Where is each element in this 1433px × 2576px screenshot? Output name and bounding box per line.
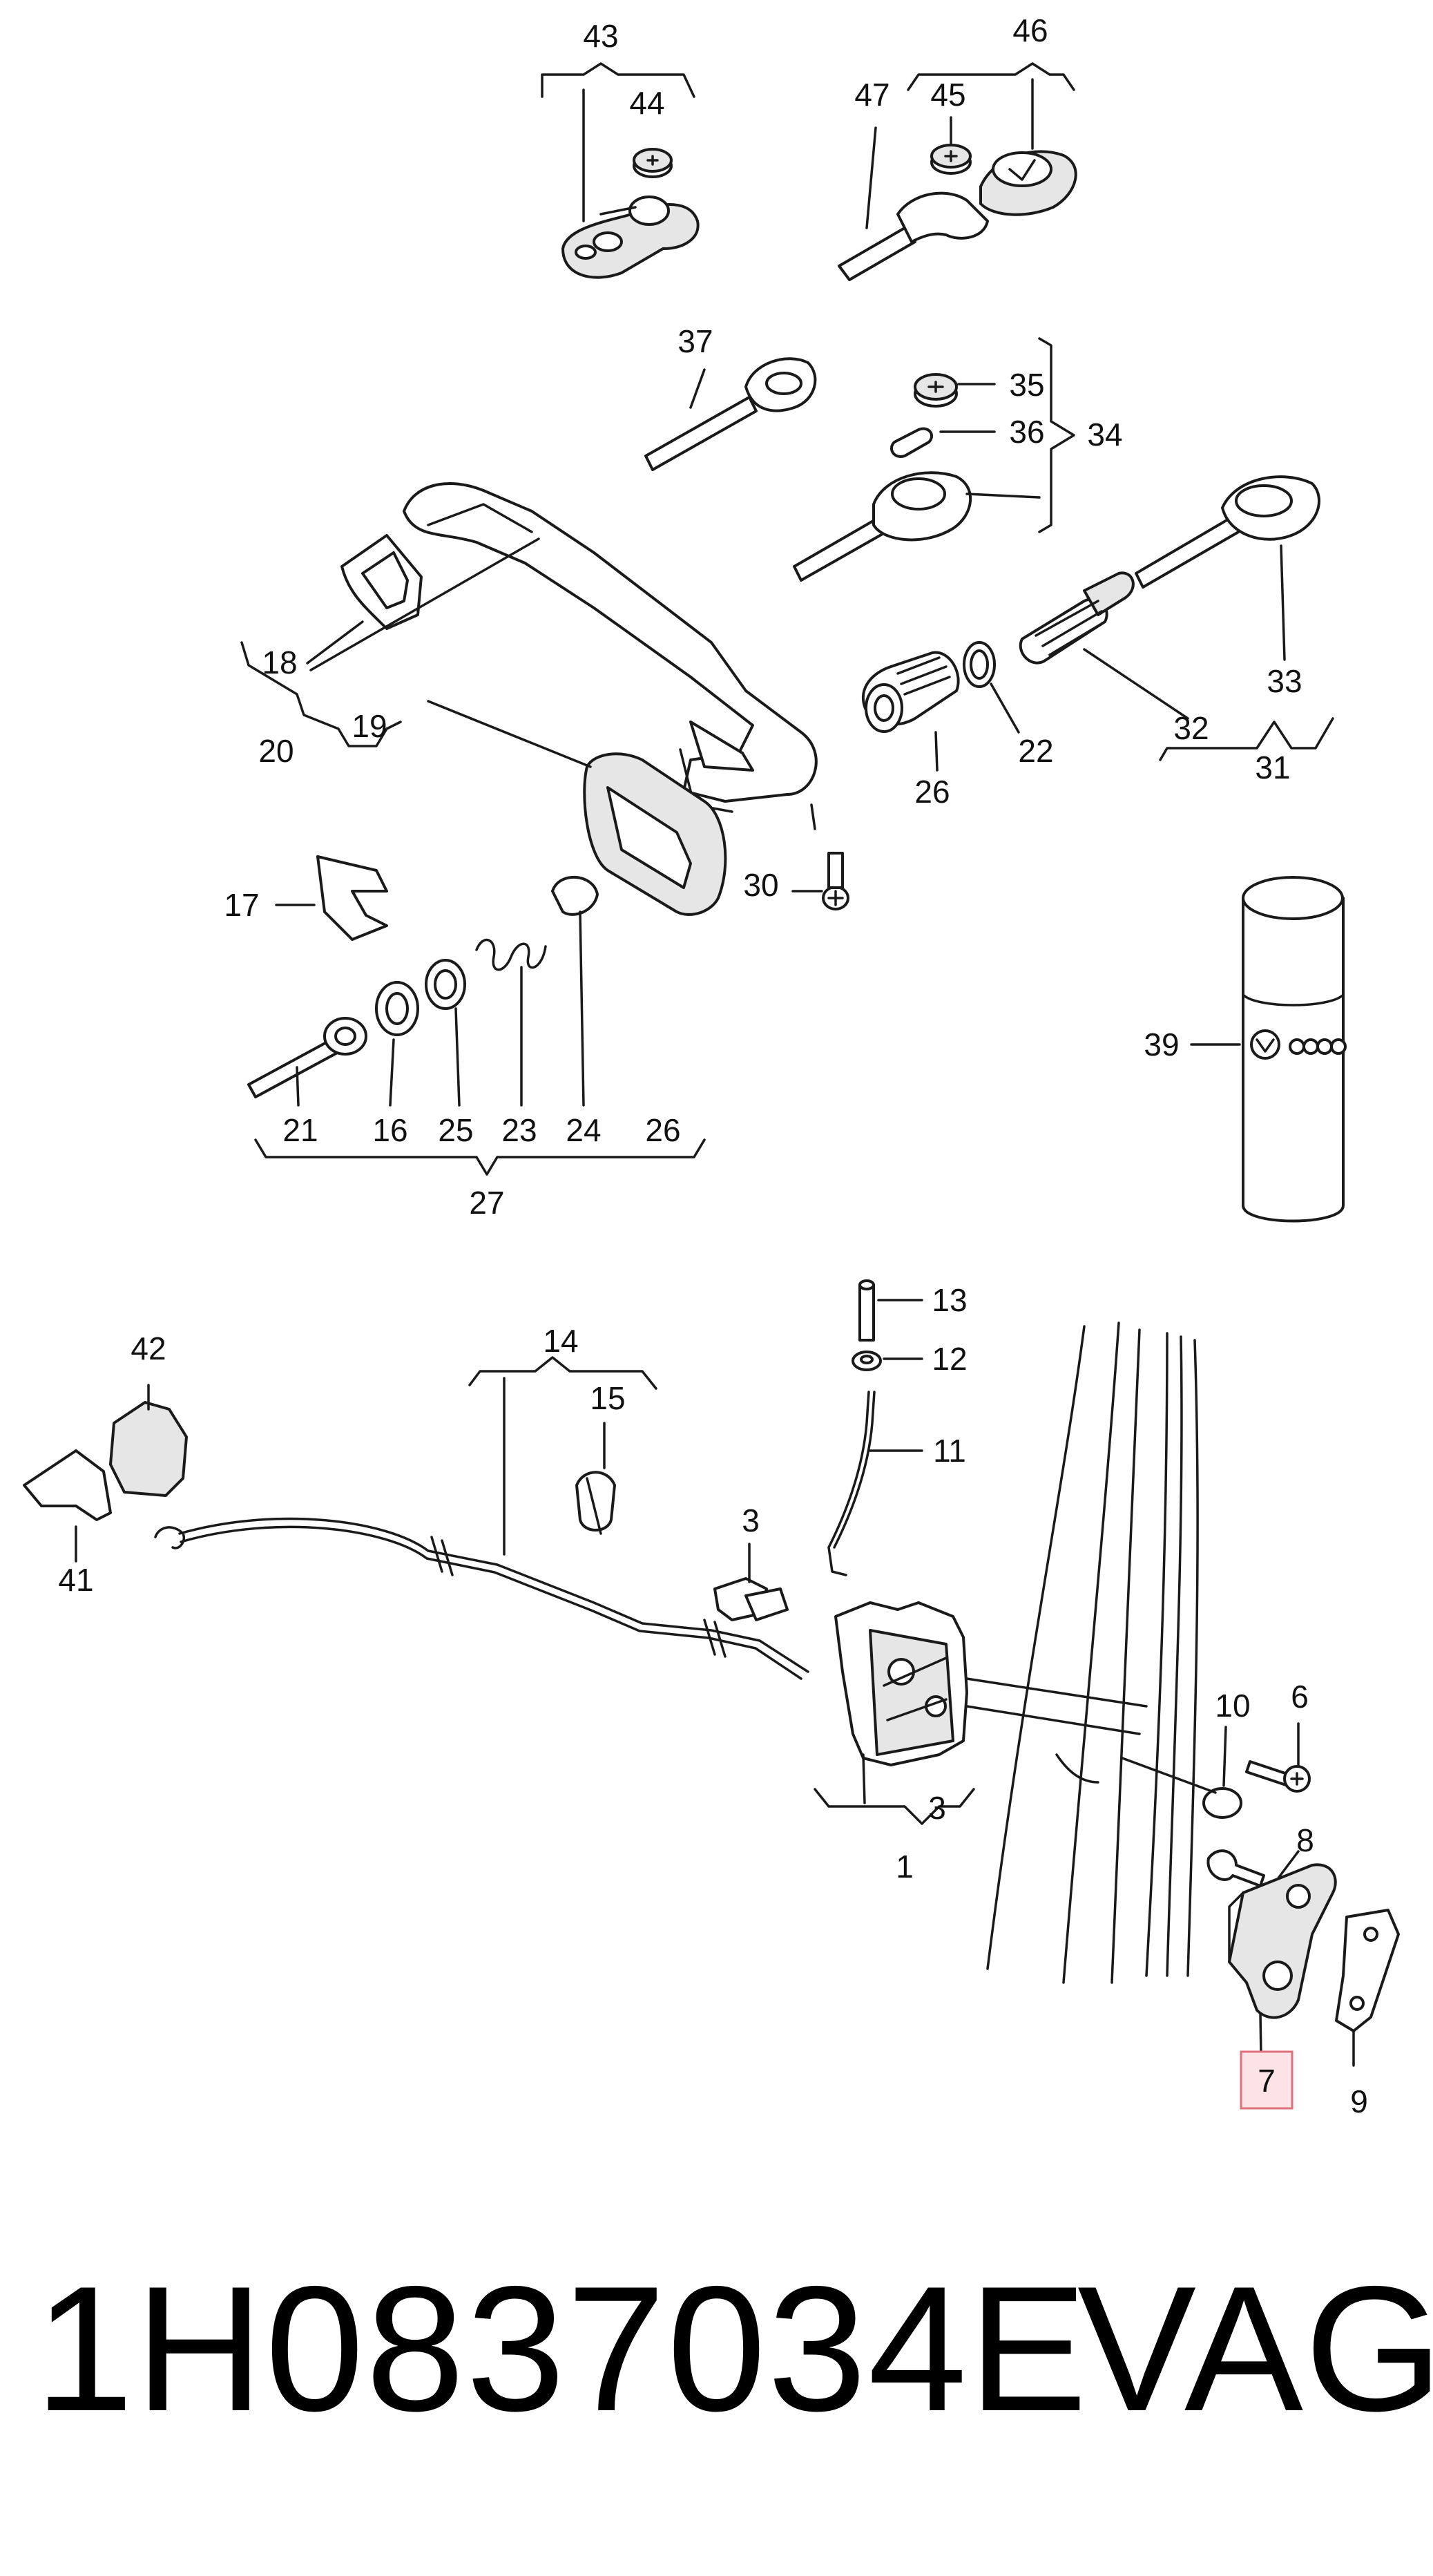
group-9-plate	[1335, 1909, 1400, 2067]
callout-34: 34	[1087, 417, 1122, 452]
group-26-barrel	[862, 651, 960, 772]
part-number-caption: 1H0837034E VAG	[35, 2249, 1433, 2448]
group-10-plug	[1121, 1726, 1242, 1819]
group-24-retainer	[551, 875, 599, 1107]
callout-8: 8	[1296, 1822, 1314, 1858]
callout-22: 22	[1018, 733, 1053, 769]
group-3-connector	[713, 1543, 789, 1621]
callout-27: 27	[469, 1185, 504, 1221]
callout-20: 20	[258, 733, 294, 769]
group-14-cable	[154, 1356, 809, 1680]
group-7-striker	[1228, 1863, 1337, 2057]
callout-18: 18	[262, 645, 297, 680]
callout-47: 47	[854, 77, 889, 113]
highlight-box-7	[1240, 2050, 1293, 2110]
callout-41: 41	[58, 1562, 93, 1598]
callout-31: 31	[1255, 750, 1290, 785]
group-27-assembly-bracket	[254, 1138, 706, 1176]
group-1-door-lock	[814, 1601, 975, 1825]
group-39-spray-can	[1190, 876, 1347, 1223]
group-17-clip	[275, 855, 388, 941]
callout-6: 6	[1291, 1679, 1309, 1715]
callout-24: 24	[566, 1112, 601, 1148]
group-37-key-blank	[644, 357, 817, 471]
group-6-screw	[1245, 1722, 1311, 1793]
callout-1: 1	[896, 1849, 914, 1885]
group-31-lock-cylinder	[1019, 571, 1334, 761]
group-23-spring	[475, 938, 547, 1107]
group-11-rod	[827, 1391, 923, 1576]
group-34-key-set	[793, 337, 1075, 582]
callout-39: 39	[1144, 1027, 1179, 1062]
callout-26-bottom: 26	[645, 1112, 680, 1148]
callout-36: 36	[1009, 414, 1044, 450]
group-22-ring	[963, 641, 1020, 734]
group-41-release-lever	[23, 1449, 112, 1563]
callout-15: 15	[590, 1380, 625, 1416]
callout-35: 35	[1009, 367, 1044, 403]
callout-37: 37	[677, 323, 713, 359]
callout-9: 9	[1350, 2083, 1368, 2119]
group-43-remote-key	[541, 62, 700, 279]
callout-17: 17	[224, 887, 259, 923]
callout-43: 43	[583, 18, 618, 54]
callout-44: 44	[629, 85, 664, 121]
group-13-pin	[858, 1279, 923, 1342]
group-16-ring	[375, 981, 419, 1107]
group-20-door-handle	[240, 482, 818, 830]
callout-11: 11	[933, 1433, 966, 1469]
group-12-clip	[852, 1351, 923, 1371]
callout-42: 42	[131, 1330, 166, 1366]
callout-25: 25	[438, 1112, 473, 1148]
callout-7: 7	[1258, 2063, 1276, 2099]
group-door-pillar	[965, 1322, 1199, 1984]
callout-33: 33	[1267, 663, 1302, 699]
group-19-handle-gasket	[427, 700, 727, 916]
callout-13: 13	[932, 1282, 967, 1318]
group-46-key-with-remote	[838, 62, 1077, 281]
callout-10: 10	[1215, 1688, 1250, 1724]
group-42-release-cover	[109, 1384, 188, 1497]
group-33-key	[1135, 475, 1320, 661]
callout-21: 21	[282, 1112, 318, 1148]
callout-16: 16	[372, 1112, 407, 1148]
callout-32: 32	[1173, 710, 1209, 746]
callout-12: 12	[932, 1341, 967, 1377]
callout-23: 23	[501, 1112, 537, 1148]
callout-3-connector: 3	[742, 1502, 760, 1538]
callout-19: 19	[352, 708, 387, 744]
callout-labels: 43 44 46 47 45 37 35 36 34 18 20 19 22 2…	[58, 12, 1367, 2119]
group-21-pin	[247, 1017, 367, 1107]
group-30-screw	[791, 852, 849, 910]
callout-30: 30	[743, 867, 778, 903]
group-25-washer	[425, 959, 466, 1107]
brand-label: VAG	[1077, 2249, 1433, 2448]
part-number: 1H0837034E	[35, 2249, 1089, 2448]
callout-45: 45	[930, 77, 965, 113]
callout-26-top: 26	[914, 774, 950, 810]
group-8-screw	[1206, 1849, 1300, 1887]
group-15-cable-clip	[575, 1422, 616, 1535]
callout-46: 46	[1012, 12, 1048, 48]
callout-14: 14	[543, 1323, 578, 1359]
callout-3-lock: 3	[928, 1790, 946, 1826]
